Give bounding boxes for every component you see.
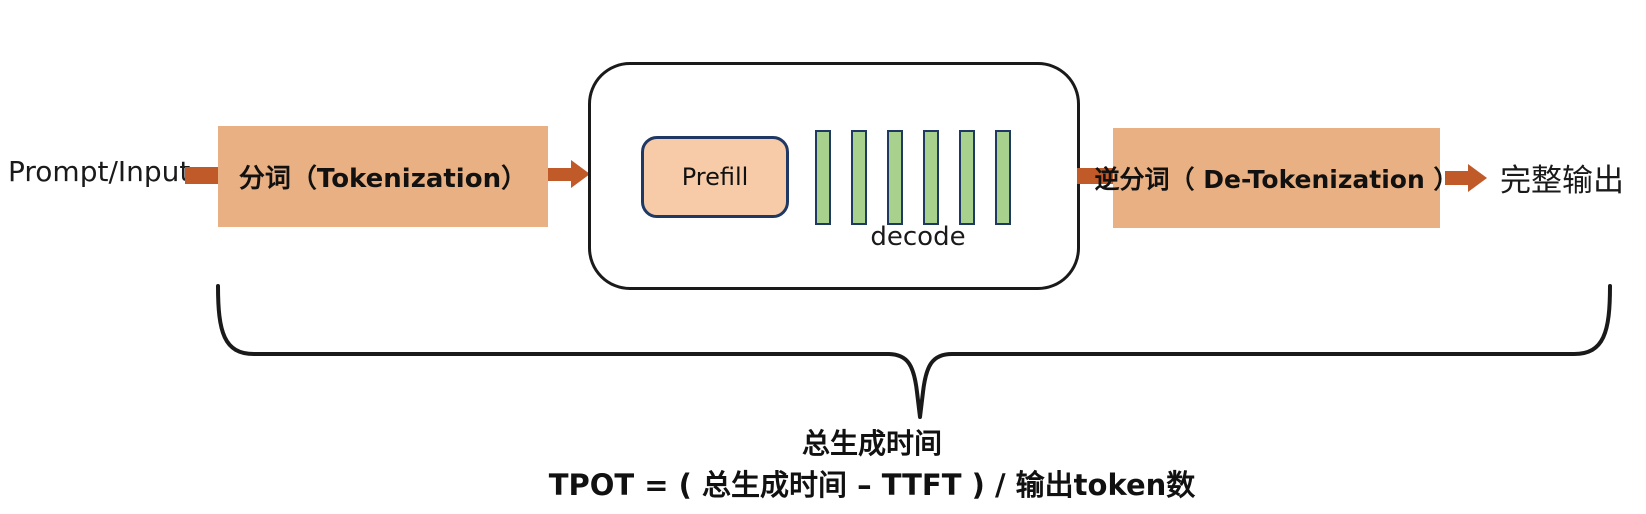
tokenization-box: 分词（Tokenization） [218,126,548,227]
decode-token-bar [815,130,831,225]
decode-token-bar [959,130,975,225]
decode-label: decode [870,222,966,252]
prefill-label: Prefill [681,163,749,191]
tpot-formula: TPOT = ( 总生成时间 – TTFT ) / 输出token数 [548,468,1196,502]
final-output-label: 完整输出 [1500,163,1624,199]
arrow-tokenization-to-engine-shaft [548,168,572,181]
tokenization-label: 分词（Tokenization） [238,164,528,194]
detokenization-box: 逆分词（ De-Tokenization ） [1095,128,1458,228]
decode-token-bar [995,130,1011,225]
prefill-box: Prefill [641,136,789,218]
total-generation-time-label: 总生成时间 [801,427,942,460]
connector-engine-to-detokenization [1077,168,1117,184]
prompt-input-label: Prompt/Input [8,155,191,188]
decode-token-bar [887,130,903,225]
arrow-detokenization-to-output-shaft [1445,171,1469,185]
decode-token-bar [923,130,939,225]
detokenization-label: 逆分词（ De-Tokenization ） [1094,165,1459,194]
arrow-tokenization-to-engine-head [571,160,590,188]
decode-token-bar [851,130,867,225]
connector-input-to-tokenization [185,167,220,184]
arrow-detokenization-to-output-head [1468,164,1487,192]
